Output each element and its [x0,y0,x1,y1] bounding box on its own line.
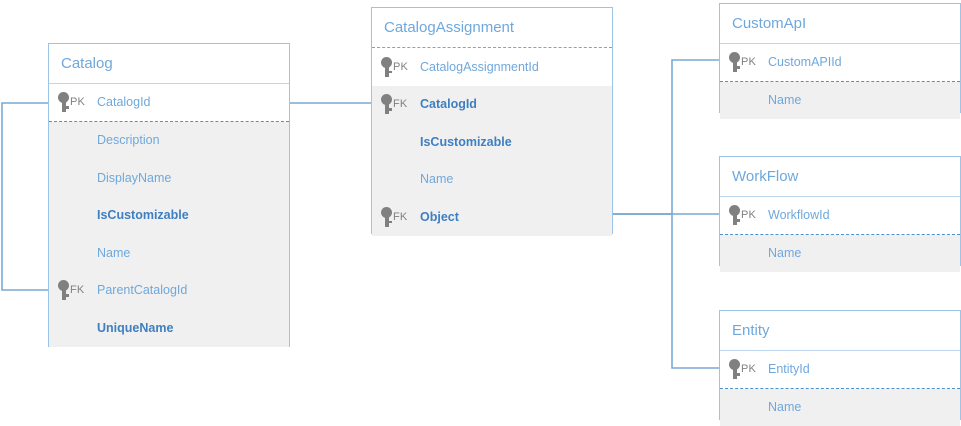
field-row[interactable]: FK Object [372,198,612,236]
field-row[interactable]: DisplayName [49,159,289,197]
table-title: CustomApI [720,4,960,44]
field-row[interactable]: PK CustomAPIId [720,44,960,82]
field-row[interactable]: Description [49,121,289,159]
field-row[interactable]: PK CatalogId [49,84,289,122]
field-name: Name [420,172,454,187]
field-row[interactable]: PK WorkflowId [720,197,960,235]
table-title: Catalog [49,44,289,84]
field-name: Name [768,400,802,415]
field-name: Name [97,245,131,260]
relationship-catalogassignment-to-entity[interactable] [613,213,719,369]
key-indicator: PK [720,52,766,73]
field-row[interactable]: Name [49,234,289,272]
key-indicator: FK [372,94,418,115]
field-row[interactable]: Name [720,234,960,272]
key-icon [729,52,740,73]
field-row[interactable]: FK ParentCatalogId [49,271,289,309]
key-label: FK [393,210,408,223]
key-icon [58,280,69,301]
field-name: IsCustomizable [97,208,189,223]
key-label: PK [741,209,757,222]
field-name: CatalogAssignmentId [420,59,539,74]
field-name: UniqueName [97,320,174,335]
field-name: EntityId [768,362,810,377]
field-name: Name [768,93,802,108]
field-name: Name [768,246,802,261]
key-icon [729,205,740,226]
field-name: CatalogId [420,97,477,112]
field-row[interactable]: Name [372,160,612,198]
field-row[interactable]: Name [720,388,960,426]
key-icon [381,56,392,77]
field-name: Object [420,209,459,224]
key-indicator: FK [49,280,95,301]
key-label: PK [741,56,757,69]
key-label: PK [70,96,86,109]
key-icon [58,92,69,113]
table-title: Entity [720,311,960,351]
relationship-catalog-self-reference[interactable] [1,102,48,291]
field-name: CustomAPIId [768,55,842,70]
key-label: FK [70,284,85,297]
table-title: WorkFlow [720,157,960,197]
field-row[interactable]: PK CatalogAssignmentId [372,48,612,86]
key-label: PK [393,60,409,73]
relationship-catalogassignment-to-customapi[interactable] [613,59,719,215]
key-label: FK [393,98,408,111]
table-title: CatalogAssignment [372,8,612,48]
field-row[interactable]: IsCustomizable [372,123,612,161]
key-icon [381,94,392,115]
field-name: IsCustomizable [420,134,512,149]
field-row[interactable]: PK EntityId [720,351,960,389]
field-name: CatalogId [97,95,151,110]
key-indicator: FK [372,206,418,227]
key-indicator: PK [720,359,766,380]
field-row[interactable]: IsCustomizable [49,196,289,234]
field-name: DisplayName [97,170,172,185]
field-name: WorkflowId [768,208,830,223]
key-indicator: PK [720,205,766,226]
field-name: ParentCatalogId [97,283,188,298]
field-row[interactable]: FK CatalogId [372,85,612,123]
key-indicator: PK [49,92,95,113]
key-icon [729,359,740,380]
field-row[interactable]: UniqueName [49,309,289,347]
field-row[interactable]: Name [720,81,960,119]
key-indicator: PK [372,56,418,77]
key-label: PK [741,363,757,376]
field-name: Description [97,133,160,148]
key-icon [381,206,392,227]
